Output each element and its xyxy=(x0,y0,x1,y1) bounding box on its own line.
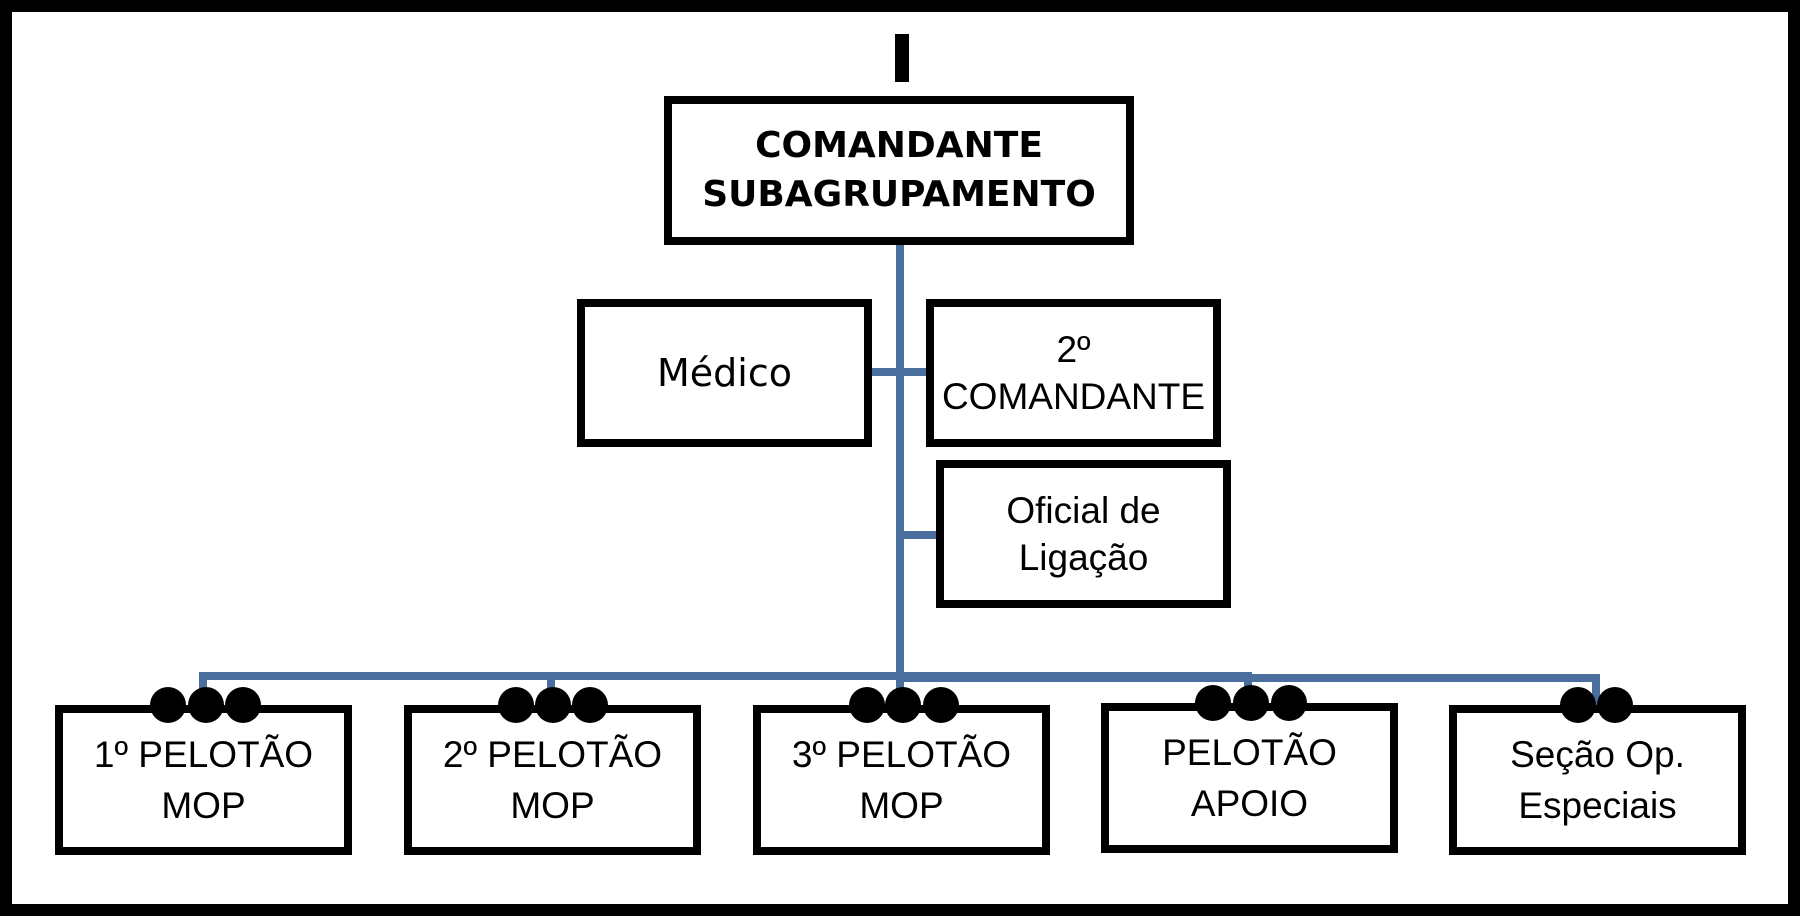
liaison-line1: Oficial de xyxy=(1006,489,1161,531)
echelon-dot xyxy=(498,687,534,723)
unit-box-1: 1º PELOTÃO MOP xyxy=(55,705,352,855)
commander-box: COMANDANTE SUBAGRUPAMENTO xyxy=(664,96,1134,245)
second-commander-line2: COMANDANTE xyxy=(941,376,1206,417)
medico-label: Médico xyxy=(657,350,792,395)
unit-label-line2: MOP xyxy=(859,785,944,826)
echelon-dot xyxy=(1560,687,1596,723)
echelon-dot xyxy=(849,687,885,723)
echelon-dot xyxy=(1233,685,1269,721)
unit-box-3: 3º PELOTÃO MOP xyxy=(753,705,1050,855)
unit-label-line1: 1º PELOTÃO xyxy=(93,733,314,775)
unit-label-line2: MOP xyxy=(161,785,246,826)
echelon-dot xyxy=(535,687,571,723)
echelon-dot xyxy=(225,687,261,723)
unit-label-line2: Especiais xyxy=(1518,785,1677,826)
echelon-dot xyxy=(885,687,921,723)
echelon-dot xyxy=(150,687,186,723)
echelon-dot xyxy=(1195,685,1231,721)
unit-label-line1: Seção Op. xyxy=(1510,733,1685,775)
liaison-line2: Ligação xyxy=(1018,537,1149,578)
echelon-dot xyxy=(572,687,608,723)
commander-echelon-mark xyxy=(895,34,909,82)
second-commander-box: 2º COMANDANTE xyxy=(926,299,1221,447)
unit-label-line1: PELOTÃO xyxy=(1162,731,1337,773)
commander-line2: SUBAGRUPAMENTO xyxy=(702,173,1096,215)
echelon-dot xyxy=(923,687,959,723)
second-commander-line1: 2º xyxy=(1056,328,1091,370)
liaison-officer-box: Oficial de Ligação xyxy=(936,460,1231,608)
medico-box: Médico xyxy=(577,299,872,447)
echelon-dot xyxy=(188,687,224,723)
unit-label-line2: APOIO xyxy=(1190,783,1309,824)
unit-box-4: PELOTÃO APOIO xyxy=(1101,703,1398,853)
echelon-dot xyxy=(1271,685,1307,721)
commander-line1: COMANDANTE xyxy=(755,124,1043,166)
unit-label-line1: 3º PELOTÃO xyxy=(791,733,1012,775)
unit-box-5: Seção Op. Especiais xyxy=(1449,705,1746,855)
echelon-dot xyxy=(1597,687,1633,723)
unit-label-line1: 2º PELOTÃO xyxy=(442,733,663,775)
unit-label-line2: MOP xyxy=(510,785,595,826)
unit-box-2: 2º PELOTÃO MOP xyxy=(404,705,701,855)
